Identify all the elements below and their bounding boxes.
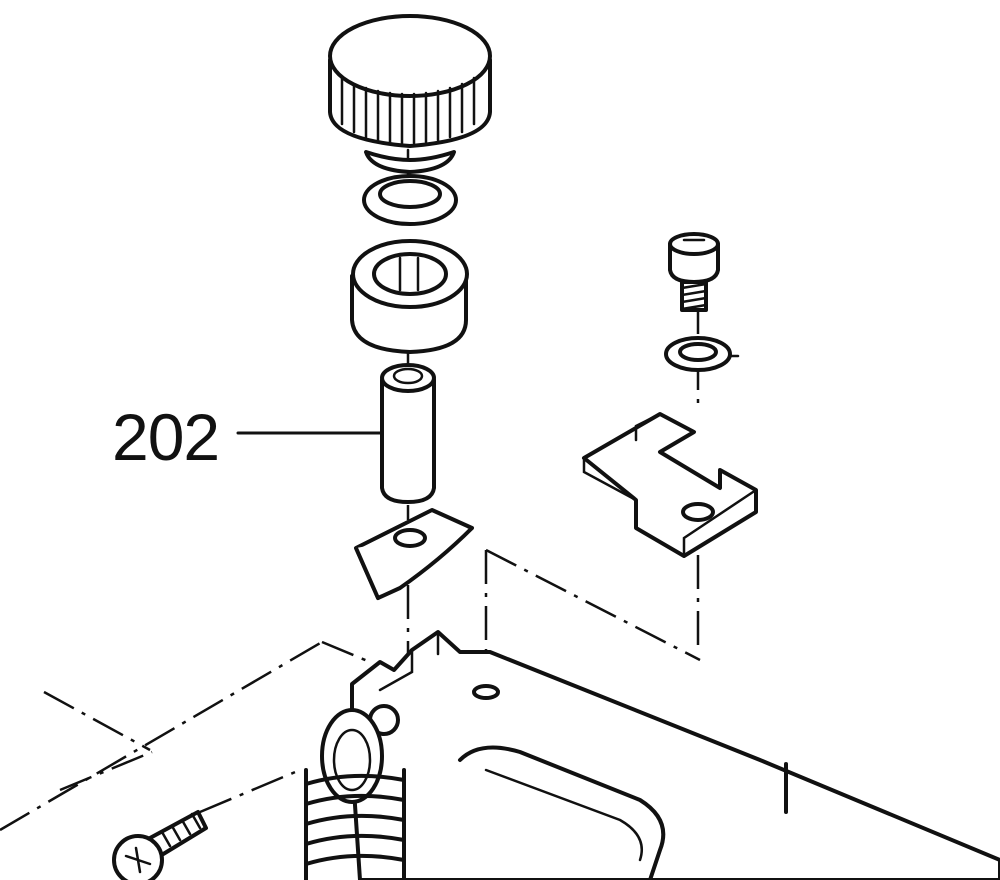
knurled-knob	[328, 14, 492, 174]
wedge-block	[354, 508, 474, 600]
phillips-screw	[112, 810, 208, 880]
spring	[304, 708, 406, 880]
bracket	[582, 412, 758, 558]
sleeve	[350, 239, 469, 354]
socket-screw	[668, 232, 720, 312]
pin-202	[380, 363, 436, 504]
base-arm	[350, 630, 1000, 880]
small-washer	[664, 336, 740, 372]
part-number-label: 202	[112, 400, 220, 474]
washer	[362, 174, 458, 226]
